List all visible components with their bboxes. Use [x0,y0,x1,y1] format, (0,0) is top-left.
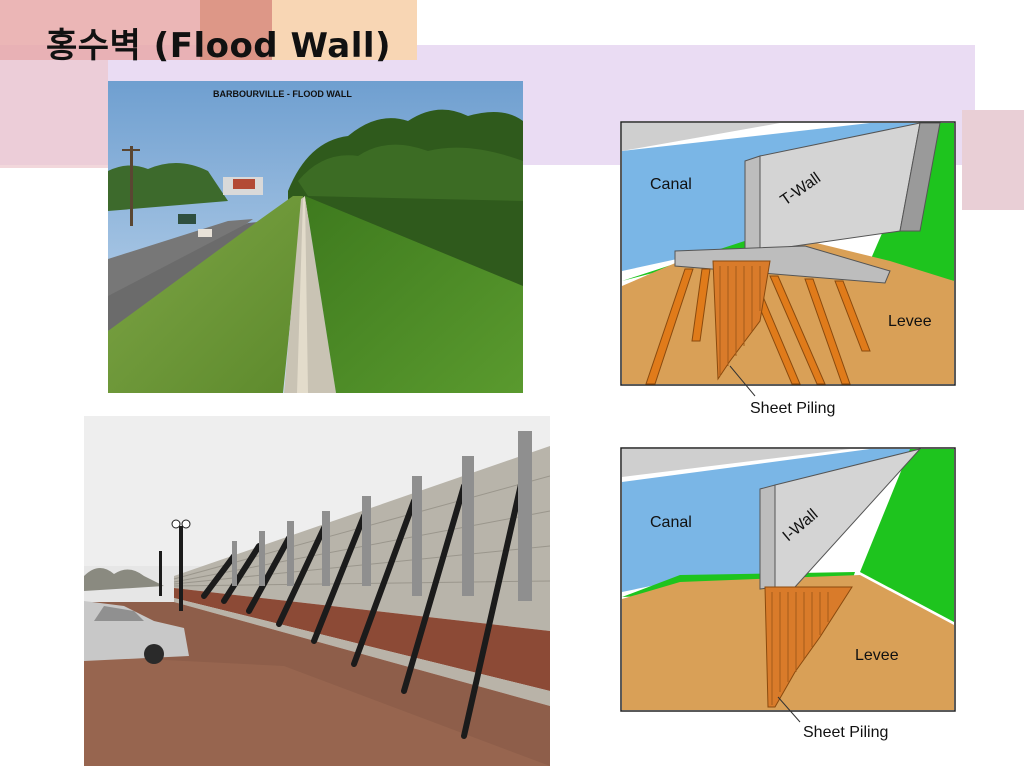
flood-wall-photo-bottom [84,416,550,766]
photo-caption: BARBOURVILLE - FLOOD WALL [213,89,352,99]
i-wall-diagram: Canal I-Wall Levee Sheet Piling [620,447,956,747]
flood-wall-photo-top: BARBOURVILLE - FLOOD WALL [108,81,523,393]
t-wall-diagram: Canal T-Wall Levee Sheet Piling [620,121,956,421]
canal-label: Canal [650,176,692,193]
deco-salmon-block [200,0,272,60]
sheet-piling-label: Sheet Piling [750,400,835,417]
deco-pink-block [0,0,200,60]
page-title: 홍수벽 (Flood Wall) [46,26,392,66]
levee-label: Levee [855,647,899,664]
levee-label: Levee [888,313,932,330]
canal-label: Canal [650,514,692,531]
deco-pink-left-strip [0,60,108,168]
deco-peach-block [272,0,417,60]
deco-pink-right-block [962,110,1024,210]
sheet-piling-label: Sheet Piling [803,724,888,741]
